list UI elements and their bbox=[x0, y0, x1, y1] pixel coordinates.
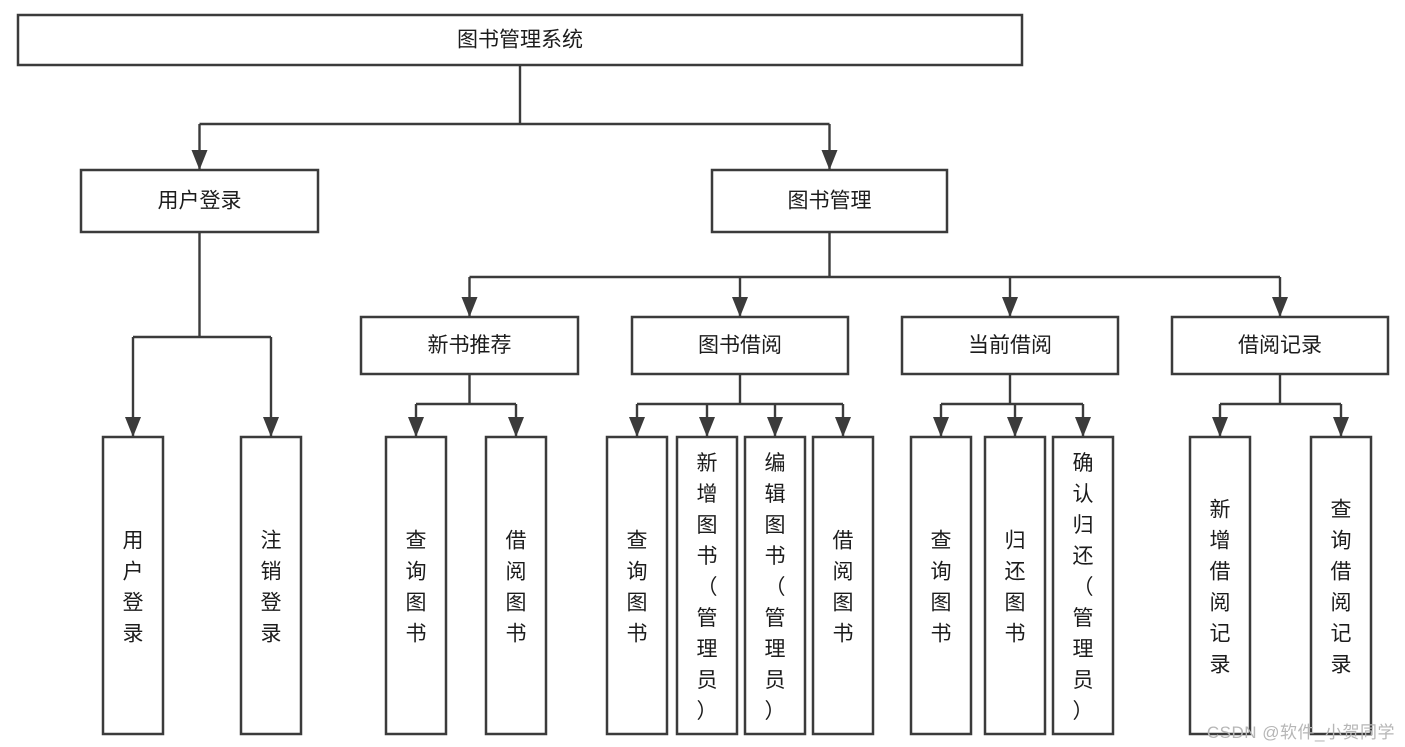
node-leaf-confirm-return-rect bbox=[1051, 435, 1115, 736]
node-book-borrow[interactable]: 图书借阅 bbox=[630, 315, 850, 376]
node-leaf-query-book-3-label: 查询图书 bbox=[931, 530, 952, 646]
node-leaf-confirm-return[interactable]: 确认归还（管理员） bbox=[1051, 435, 1115, 736]
node-book-manage-label: 图书管理 bbox=[788, 190, 872, 213]
branch-new-book-recommend-arrow-1 bbox=[508, 417, 524, 437]
node-root-root-label: 图书管理系统 bbox=[457, 29, 583, 52]
node-book-borrow-rect bbox=[630, 315, 850, 376]
branch-book-borrow-arrow-0 bbox=[629, 417, 645, 437]
node-leaf-return-book-rect bbox=[983, 435, 1047, 736]
node-leaf-add-book-rect bbox=[675, 435, 739, 736]
node-leaf-query-book-3-rect bbox=[909, 435, 973, 736]
node-leaf-add-record-label: 新增借阅记录 bbox=[1210, 499, 1231, 677]
branch-new-book-recommend-arrow-0 bbox=[408, 417, 424, 437]
branch-book-borrow-arrow-1 bbox=[699, 417, 715, 437]
node-root-root-rect bbox=[16, 13, 1024, 67]
node-borrow-record[interactable]: 借阅记录 bbox=[1170, 315, 1390, 376]
node-leaf-add-record[interactable]: 新增借阅记录 bbox=[1188, 435, 1252, 736]
node-leaf-borrow-book-1-label: 借阅图书 bbox=[506, 530, 527, 646]
node-leaf-borrow-book-2-label: 借阅图书 bbox=[833, 530, 854, 646]
node-root-root[interactable]: 图书管理系统 bbox=[16, 13, 1024, 67]
node-leaf-user-logout-rect bbox=[239, 435, 303, 736]
node-leaf-borrow-book-1-rect bbox=[484, 435, 548, 736]
node-leaf-edit-book[interactable]: 编辑图书（管理员） bbox=[743, 435, 807, 736]
branch-current-borrow-arrow-0 bbox=[933, 417, 949, 437]
node-current-borrow-rect bbox=[900, 315, 1120, 376]
node-current-borrow[interactable]: 当前借阅 bbox=[900, 315, 1120, 376]
node-leaf-borrow-book-1[interactable]: 借阅图书 bbox=[484, 435, 548, 736]
node-new-book-recommend-label: 新书推荐 bbox=[428, 334, 512, 357]
node-book-manage-rect bbox=[710, 168, 949, 234]
node-borrow-record-rect bbox=[1170, 315, 1390, 376]
branch-borrow-record-arrow-1 bbox=[1333, 417, 1349, 437]
node-leaf-query-book-1-label: 查询图书 bbox=[406, 530, 427, 646]
node-leaf-query-record-label: 查询借阅记录 bbox=[1331, 499, 1352, 677]
branch-book-manage-arrow-3 bbox=[1272, 297, 1288, 317]
csdn-watermark: CSDN @软件_小贺同学 bbox=[1206, 723, 1395, 742]
node-leaf-add-book-label: 新增图书（管理员） bbox=[697, 452, 718, 723]
branch-user-login-arrow-0 bbox=[125, 417, 141, 437]
node-leaf-query-record-rect bbox=[1309, 435, 1373, 736]
node-leaf-user-login-label: 用户登录 bbox=[123, 530, 144, 646]
branch-book-borrow-arrow-2 bbox=[767, 417, 783, 437]
branch-borrow-record-arrow-0 bbox=[1212, 417, 1228, 437]
node-book-manage[interactable]: 图书管理 bbox=[710, 168, 949, 234]
branch-current-borrow-arrow-1 bbox=[1007, 417, 1023, 437]
node-leaf-return-book[interactable]: 归还图书 bbox=[983, 435, 1047, 736]
node-user-login-label: 用户登录 bbox=[158, 190, 242, 213]
node-leaf-add-book[interactable]: 新增图书（管理员） bbox=[675, 435, 739, 736]
node-book-borrow-label: 图书借阅 bbox=[698, 334, 782, 357]
branch-user-login-arrow-1 bbox=[263, 417, 279, 437]
node-leaf-user-logout-label: 注销登录 bbox=[261, 530, 282, 646]
connector-lines-group bbox=[125, 65, 1349, 437]
node-leaf-borrow-book-2[interactable]: 借阅图书 bbox=[811, 435, 875, 736]
node-leaf-query-record[interactable]: 查询借阅记录 bbox=[1309, 435, 1373, 736]
branch-book-borrow-arrow-3 bbox=[835, 417, 851, 437]
node-leaf-user-login-rect bbox=[101, 435, 165, 736]
branch-current-borrow-arrow-2 bbox=[1075, 417, 1091, 437]
node-leaf-user-logout[interactable]: 注销登录 bbox=[239, 435, 303, 736]
node-new-book-recommend[interactable]: 新书推荐 bbox=[359, 315, 580, 376]
node-leaf-query-book-1[interactable]: 查询图书 bbox=[384, 435, 448, 736]
node-borrow-record-label: 借阅记录 bbox=[1238, 334, 1322, 357]
node-leaf-query-book-1-rect bbox=[384, 435, 448, 736]
node-leaf-edit-book-rect bbox=[743, 435, 807, 736]
branch-book-manage-arrow-0 bbox=[461, 297, 478, 317]
node-leaf-query-book-3[interactable]: 查询图书 bbox=[909, 435, 973, 736]
branch-book-manage-arrow-2 bbox=[1002, 297, 1018, 317]
branch-book-manage-arrow-1 bbox=[732, 297, 748, 317]
node-leaf-add-record-rect bbox=[1188, 435, 1252, 736]
node-leaf-query-book-2[interactable]: 查询图书 bbox=[605, 435, 669, 736]
node-leaf-user-login[interactable]: 用户登录 bbox=[101, 435, 165, 736]
node-new-book-recommend-rect bbox=[359, 315, 580, 376]
node-user-login[interactable]: 用户登录 bbox=[79, 168, 320, 234]
branch-root-arrow-1 bbox=[821, 150, 838, 170]
node-leaf-borrow-book-2-rect bbox=[811, 435, 875, 736]
node-user-login-rect bbox=[79, 168, 320, 234]
node-leaf-return-book-label: 归还图书 bbox=[1005, 530, 1026, 646]
node-leaf-query-book-2-rect bbox=[605, 435, 669, 736]
node-leaf-edit-book-label: 编辑图书（管理员） bbox=[765, 452, 786, 723]
node-boxes-group: 图书管理系统用户登录图书管理新书推荐图书借阅当前借阅借阅记录用户登录注销登录查询… bbox=[16, 13, 1390, 736]
node-leaf-query-book-2-label: 查询图书 bbox=[627, 530, 648, 646]
branch-root-arrow-0 bbox=[191, 150, 208, 170]
node-current-borrow-label: 当前借阅 bbox=[968, 334, 1052, 357]
node-leaf-confirm-return-label: 确认归还（管理员） bbox=[1073, 452, 1094, 723]
